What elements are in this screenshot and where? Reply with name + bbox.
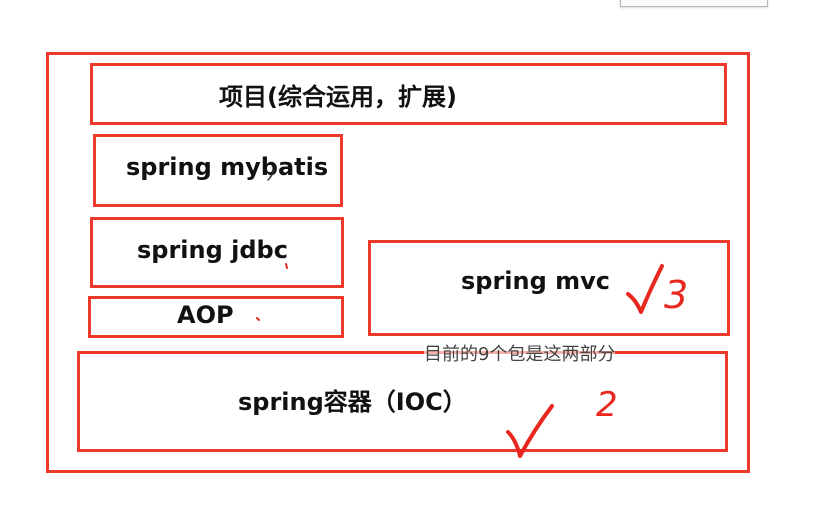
spring-mvc-box: spring mvc xyxy=(368,240,730,336)
spring-ioc-container-box: spring容器（IOC） xyxy=(77,351,728,452)
project-box: 项目(综合运用，扩展) xyxy=(90,63,727,125)
spring-ioc-label: spring容器（IOC） xyxy=(238,388,467,416)
aop-label: AOP xyxy=(177,301,234,329)
project-label: 项目(综合运用，扩展) xyxy=(219,82,457,111)
spring-mybatis-box: spring mybatis xyxy=(93,134,343,207)
subtitle-caption: 目前的9个包是这两部分 xyxy=(424,340,616,366)
aop-box: AOP xyxy=(88,296,344,338)
spring-jdbc-label: spring jdbc xyxy=(137,235,288,264)
outer-frame xyxy=(46,52,750,473)
window-control-strip xyxy=(620,0,768,7)
spring-mvc-label: spring mvc xyxy=(461,267,611,295)
spring-mybatis-label: spring mybatis xyxy=(126,152,329,181)
spring-jdbc-box: spring jdbc xyxy=(90,217,344,288)
